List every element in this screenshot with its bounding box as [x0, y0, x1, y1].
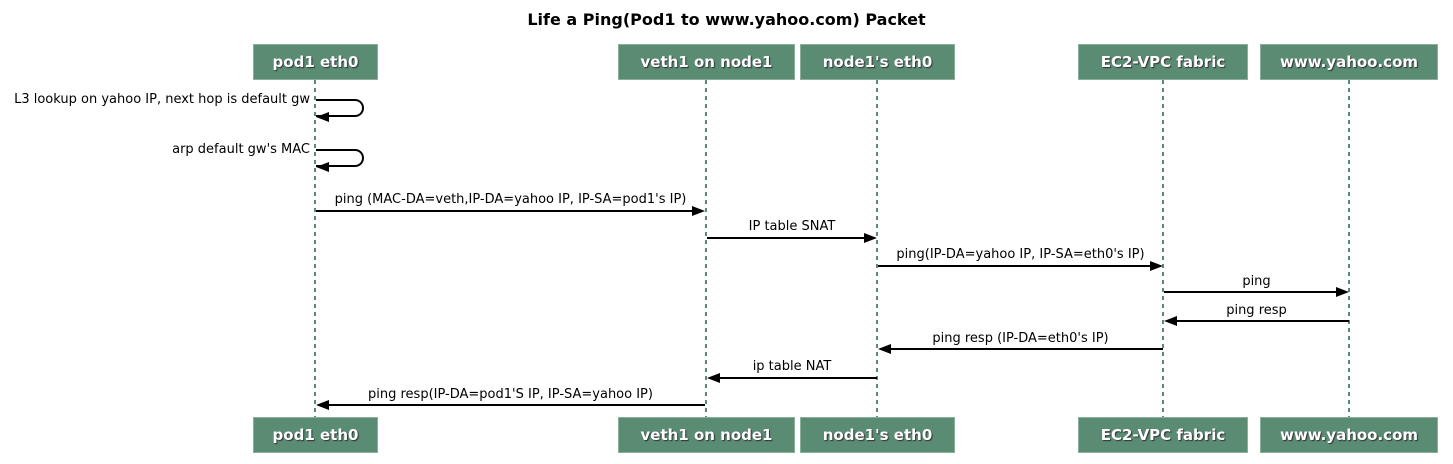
message-ip-table-snat-label: IP table SNAT [748, 219, 836, 234]
message-ping-resp-yahoo-to-fabric-label: ping resp [1226, 303, 1287, 318]
participant-bottom-pod1-eth0: pod1 eth0 [253, 417, 378, 453]
lifeline-veth1-on-node1 [705, 80, 707, 417]
participant-top-ec2-vpc-fabric: EC2-VPC fabric [1078, 44, 1248, 80]
message-ip-table-snat-line [707, 237, 865, 239]
message-ping-fabric-to-yahoo-line [1164, 291, 1337, 293]
arrowhead-right-icon [864, 233, 877, 243]
message-ping-eth0-to-fabric-line [878, 265, 1151, 267]
arrowhead-left-icon [316, 162, 329, 172]
self-message-arp-loop [316, 149, 364, 167]
arrowhead-right-icon [692, 206, 705, 216]
message-ping-fabric-to-yahoo-label: ping [1242, 274, 1271, 289]
participant-bottom-www-yahoo-com: www.yahoo.com [1260, 417, 1438, 453]
message-ping-resp-fabric-to-eth0-label: ping resp (IP-DA=eth0's IP) [932, 331, 1109, 346]
arrowhead-left-icon [1164, 316, 1177, 326]
lifeline-www-yahoo-com [1348, 80, 1350, 417]
participant-top-node1s-eth0: node1's eth0 [800, 44, 955, 80]
participant-top-veth1-on-node1: veth1 on node1 [618, 44, 795, 80]
lifeline-ec2-vpc-fabric [1162, 80, 1164, 417]
message-ping-resp-fabric-to-eth0-line [891, 348, 1163, 350]
message-ping-resp-yahoo-to-fabric-line [1177, 320, 1349, 322]
participant-bottom-ec2-vpc-fabric: EC2-VPC fabric [1078, 417, 1248, 453]
message-ip-table-nat-line [720, 377, 877, 379]
participant-top-pod1-eth0: pod1 eth0 [253, 44, 378, 80]
arrowhead-right-icon [1150, 261, 1163, 271]
message-ping-pod1-to-veth1-line [316, 210, 693, 212]
diagram-title: Life a Ping(Pod1 to www.yahoo.com) Packe… [527, 10, 926, 29]
participant-bottom-node1s-eth0: node1's eth0 [800, 417, 955, 453]
participant-bottom-veth1-on-node1: veth1 on node1 [618, 417, 795, 453]
message-ip-table-nat-label: ip table NAT [752, 359, 832, 374]
self-message-arp-label: arp default gw's MAC [172, 142, 310, 157]
message-ping-pod1-to-veth1-label: ping (MAC-DA=veth,IP-DA=yahoo IP, IP-SA=… [334, 192, 687, 207]
arrowhead-left-icon [316, 112, 329, 122]
lifeline-node1s-eth0 [876, 80, 878, 417]
self-message-l3-lookup-loop [316, 99, 364, 117]
participant-top-www-yahoo-com: www.yahoo.com [1260, 44, 1438, 80]
arrowhead-left-icon [707, 373, 720, 383]
arrowhead-left-icon [878, 344, 891, 354]
self-message-l3-lookup-label: L3 lookup on yahoo IP, next hop is defau… [14, 92, 310, 107]
arrowhead-right-icon [1336, 287, 1349, 297]
message-ping-eth0-to-fabric-label: ping(IP-DA=yahoo IP, IP-SA=eth0's IP) [896, 247, 1145, 262]
arrowhead-left-icon [316, 400, 329, 410]
message-ping-resp-veth1-to-pod1-line [329, 404, 705, 406]
message-ping-resp-veth1-to-pod1-label: ping resp(IP-DA=pod1'S IP, IP-SA=yahoo I… [368, 387, 653, 402]
lifeline-pod1-eth0 [314, 80, 316, 417]
